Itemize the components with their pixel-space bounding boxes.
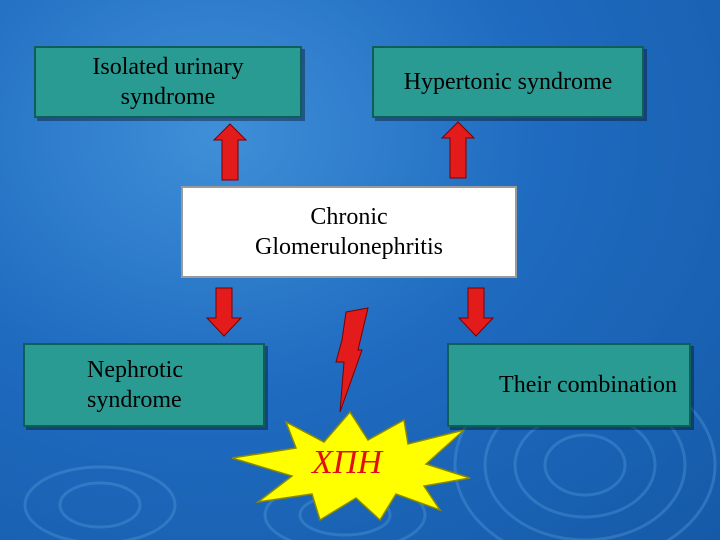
starburst-shape (231, 410, 471, 522)
isolated-urinary-syndrome-label: Isolated urinary syndrome (92, 54, 244, 110)
hypertonic-syndrome-label: Hypertonic syndrome (403, 69, 613, 95)
arrow-up-right (440, 121, 476, 179)
hypertonic-syndrome-box: Hypertonic syndrome (372, 46, 644, 118)
outcome-label: ХПН (312, 444, 382, 481)
chronic-glomerulonephritis-box: Chronic Glomerulonephritis (181, 186, 517, 278)
arrow-down-right (457, 287, 495, 337)
chronic-glomerulonephritis-label: Chronic Glomerulonephritis (255, 204, 443, 260)
arrow-up-left (212, 123, 248, 181)
arrow-down-left (205, 287, 243, 337)
nephrotic-syndrome-label: Nephrotic syndrome (87, 357, 183, 413)
their-combination-label: Their combination (499, 372, 677, 398)
their-combination-box: Their combination (447, 343, 691, 427)
isolated-urinary-syndrome-box: Isolated urinary syndrome (34, 46, 302, 118)
lightning-bolt-icon (335, 307, 369, 413)
nephrotic-syndrome-box: Nephrotic syndrome (23, 343, 265, 427)
